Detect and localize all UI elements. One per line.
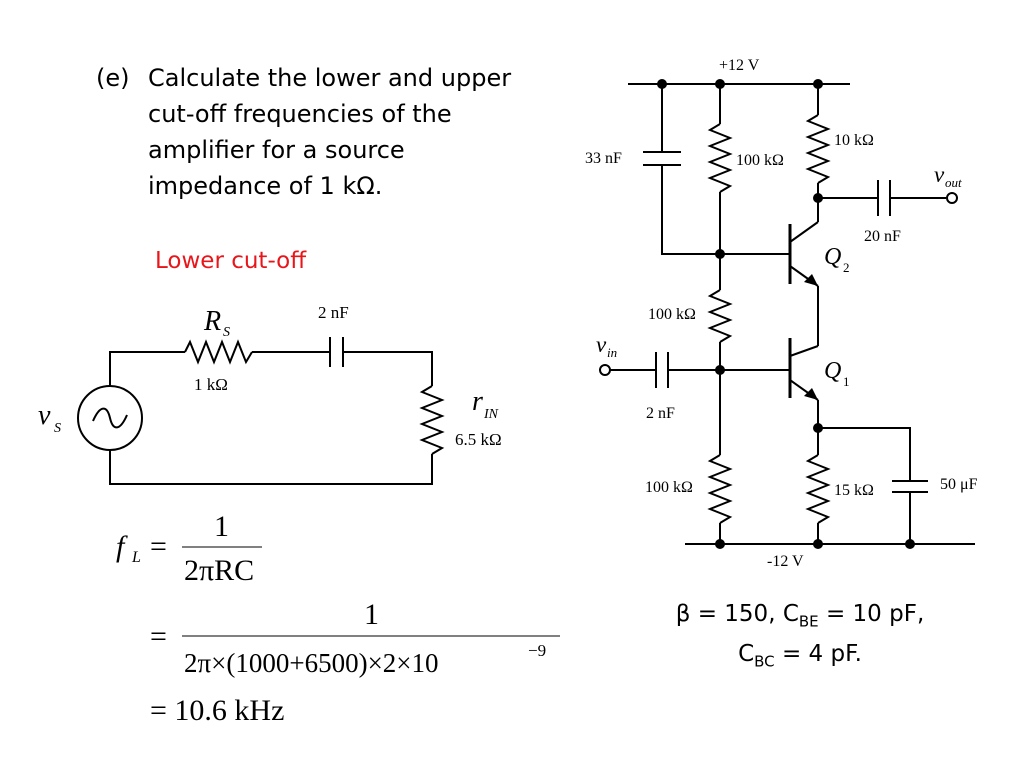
source-symbol: v	[38, 400, 51, 431]
fl-sub: L	[131, 549, 141, 566]
r-bottom-label: 100 kΩ	[645, 479, 693, 496]
resistor-r-bottom	[707, 454, 733, 524]
source-sub: S	[54, 421, 61, 436]
r-mid-label: 100 kΩ	[648, 306, 696, 323]
r1-label: 100 kΩ	[736, 152, 784, 169]
wire-c1-bottom	[661, 165, 720, 255]
rs-value: 1 kΩ	[194, 375, 228, 394]
equals-1: =	[150, 530, 167, 563]
cout-label: 20 nF	[864, 228, 901, 245]
ac-wave-icon	[92, 407, 128, 429]
rin-value: 6.5 kΩ	[455, 430, 502, 449]
rs-symbol: R	[203, 306, 221, 337]
resistor-r-mid	[707, 289, 733, 343]
vout-sub: out	[945, 175, 962, 190]
resistor-r1	[707, 123, 733, 193]
q1-label: Q	[824, 358, 841, 384]
cbe-value: = 10 pF,	[818, 601, 925, 627]
wire-ce-top	[818, 427, 911, 481]
beta-text: β = 150, C	[675, 601, 799, 627]
question-line-3: amplifier for a source	[148, 136, 405, 164]
vin-symbol: v	[596, 332, 607, 357]
vin-sub: in	[607, 345, 617, 360]
input-terminal	[599, 364, 611, 376]
lower-cutoff-title: Lower cut-off	[155, 248, 307, 274]
eq1-denominator: 2πRC	[184, 554, 254, 587]
cbc-value: = 4 pF.	[774, 640, 862, 667]
cin-label: 2 nF	[646, 405, 675, 422]
vout-symbol: v	[934, 162, 945, 187]
cbe-sub: BE	[798, 612, 819, 631]
rin-symbol: r	[472, 386, 483, 417]
eq2-numerator: 1	[364, 598, 379, 631]
eq2-exponent: −9	[528, 641, 546, 660]
params-line-2: CBC = 4 pF.	[640, 638, 960, 678]
fl-symbol: f	[116, 530, 128, 563]
cap-value: 2 nF	[318, 303, 349, 322]
question-line-1: Calculate the lower and upper	[148, 64, 512, 92]
question-label: (e)	[96, 64, 130, 92]
resistor-rc	[805, 114, 831, 184]
junction-dots	[657, 79, 915, 549]
ce-label: 50 μF	[940, 476, 978, 493]
eq2-denominator: 2π×(1000+6500)×2×10	[184, 648, 439, 678]
q2-sub: 2	[843, 260, 850, 275]
eq3-result: = 10.6 kHz	[150, 694, 284, 727]
question-text: Calculate the lower and upper cut-off fr…	[148, 60, 538, 204]
rin-sub: IN	[483, 407, 499, 422]
q1-emitter-arrow	[804, 388, 818, 400]
wire-top-left	[109, 351, 185, 386]
resistor-rin	[419, 385, 445, 455]
eq1-numerator: 1	[214, 510, 229, 543]
c1-label: 33 nF	[585, 150, 622, 167]
supply-neg-label: -12 V	[767, 553, 804, 570]
q1-collector-lead	[789, 345, 819, 357]
wire-bottom	[109, 450, 433, 485]
output-terminal	[946, 192, 958, 204]
supply-pos-label: +12 V	[719, 57, 760, 74]
question-line-2: cut-off frequencies of the	[148, 100, 452, 128]
equivalent-circuit	[77, 337, 445, 485]
rs-sub: S	[223, 325, 230, 340]
equals-2: =	[150, 620, 167, 653]
resistor-re	[805, 454, 831, 524]
q2-emitter-arrow	[804, 274, 818, 286]
cbc-sub: BC	[754, 652, 775, 671]
resistor-rs	[184, 339, 253, 365]
rc-label: 10 kΩ	[834, 132, 874, 149]
q2-collector-lead	[789, 221, 819, 243]
params-line-1: β = 150, CBE = 10 pF,	[640, 598, 960, 638]
cbc-prefix: C	[738, 640, 755, 667]
amplifier-circuit	[599, 83, 975, 545]
question-line-4: impedance of 1 kΩ.	[148, 172, 383, 200]
re-label: 15 kΩ	[834, 482, 874, 499]
transistor-parameters: β = 150, CBE = 10 pF, CBC = 4 pF.	[640, 598, 960, 677]
wire-top-right	[343, 351, 433, 386]
q2-label: Q	[824, 244, 841, 270]
q1-sub: 1	[843, 374, 850, 389]
